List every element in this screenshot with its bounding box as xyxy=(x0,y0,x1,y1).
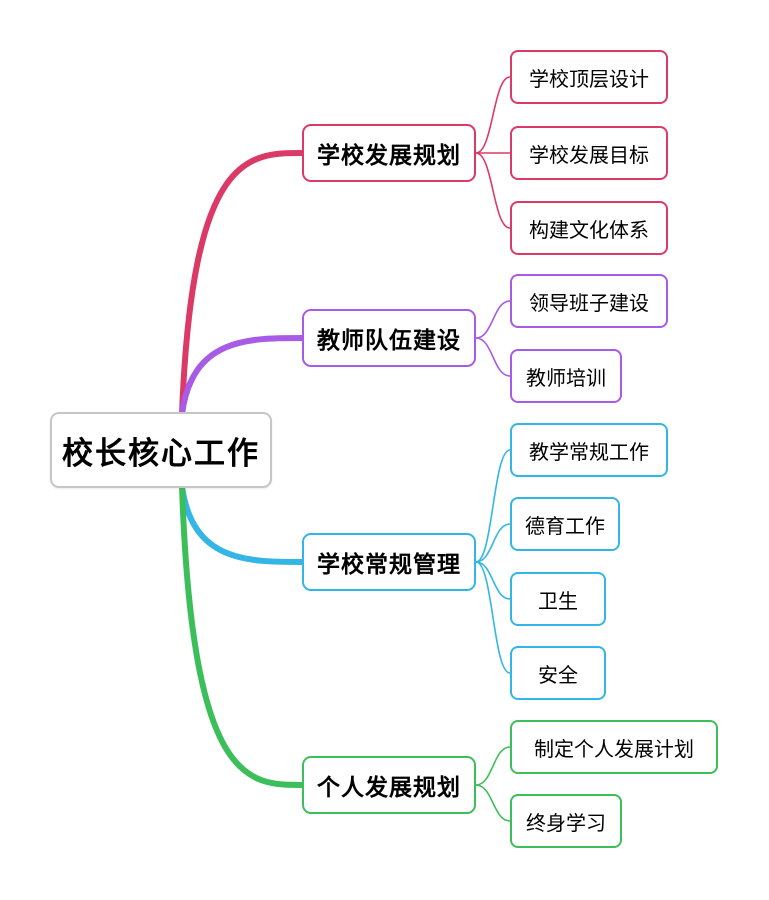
leaf-node-teaching-routine-work[interactable]: 教学常规工作 xyxy=(510,423,668,477)
connector-branch-2-to-leaf-0 xyxy=(475,449,511,563)
leaf-node-safety[interactable]: 安全 xyxy=(510,646,606,700)
connector-branch-1-to-leaf-1 xyxy=(475,337,511,377)
connector-branch-0-to-leaf-0 xyxy=(475,76,511,154)
branch-node-school-routine-management[interactable]: 学校常规管理 xyxy=(302,533,476,591)
branch-node-school-development-plan[interactable]: 学校发展规划 xyxy=(302,124,476,182)
leaf-node-teacher-training[interactable]: 教师培训 xyxy=(510,349,622,403)
connector-branch-2-to-leaf-1 xyxy=(475,523,511,563)
branch-node-teacher-team-building[interactable]: 教师队伍建设 xyxy=(302,309,476,367)
leaf-node-leadership-team-building[interactable]: 领导班子建设 xyxy=(510,274,668,328)
connector-branch-1-to-leaf-0 xyxy=(475,300,511,339)
connector-root-to-branch-0 xyxy=(179,150,305,417)
connector-branch-2-to-leaf-3 xyxy=(475,561,511,674)
connector-branch-2-to-leaf-2 xyxy=(475,561,511,600)
leaf-node-build-culture-system[interactable]: 构建文化体系 xyxy=(510,201,668,255)
leaf-node-hygiene[interactable]: 卫生 xyxy=(510,572,606,626)
leaf-node-lifelong-learning[interactable]: 终身学习 xyxy=(510,794,622,848)
connector-root-to-branch-3 xyxy=(179,483,305,788)
leaf-node-moral-education-work[interactable]: 德育工作 xyxy=(510,497,620,551)
connector-branch-3-to-leaf-1 xyxy=(475,784,511,822)
connector-branch-3-to-leaf-0 xyxy=(475,746,511,786)
connector-root-to-branch-2 xyxy=(179,483,305,565)
connector-root-to-branch-1 xyxy=(179,335,305,417)
branch-node-personal-development-plan[interactable]: 个人发展规划 xyxy=(302,756,476,814)
root-node[interactable]: 校长核心工作 xyxy=(50,412,272,488)
leaf-node-school-development-goals[interactable]: 学校发展目标 xyxy=(510,126,668,180)
leaf-node-school-top-level-design[interactable]: 学校顶层设计 xyxy=(510,50,668,104)
leaf-node-make-personal-development-plan[interactable]: 制定个人发展计划 xyxy=(510,720,718,774)
connector-branch-0-to-leaf-2 xyxy=(475,152,511,229)
